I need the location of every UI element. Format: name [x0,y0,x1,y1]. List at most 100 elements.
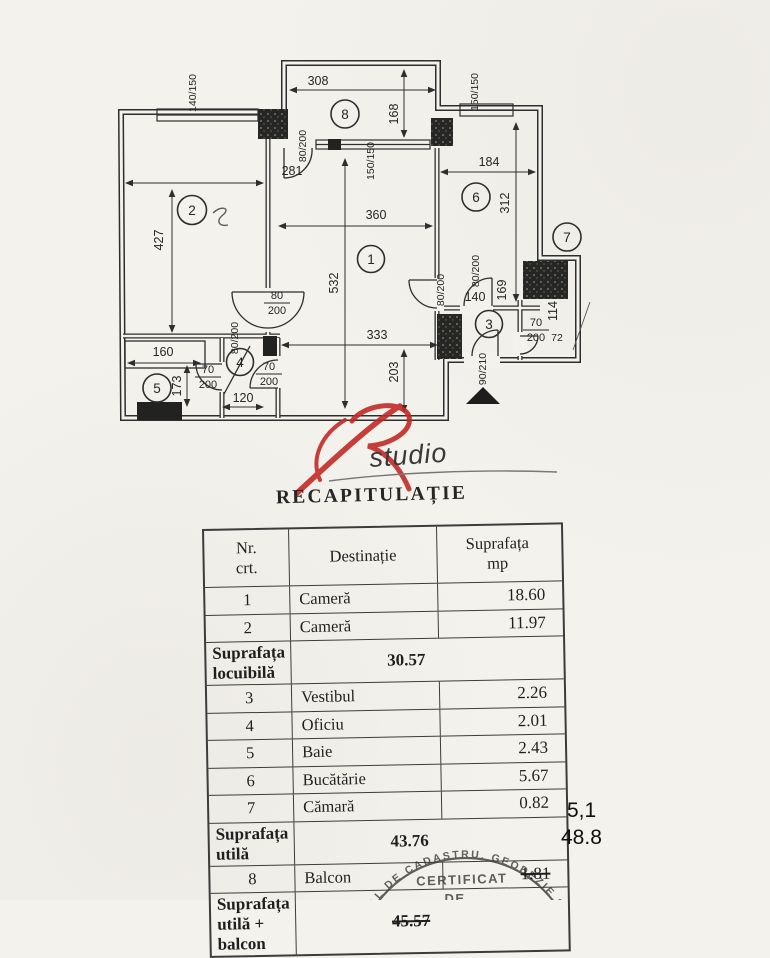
door-leaf-diagonal [223,345,251,395]
fraction-labels: 80 200 70 200 70 200 70 200 [195,290,549,391]
row-mp: 5.67 [440,761,562,791]
frac-num: 70 [263,361,275,373]
floorplan-svg: 140/150 308 168 150/150 80/200 150/150 1… [117,60,591,900]
dim-label: 72 [551,332,563,344]
dim-label: 532 [327,273,341,294]
hatched-block-camara [523,261,568,299]
row-nr: 1 [243,590,252,610]
dim-label: 140/150 [187,74,199,112]
room-number: 6 [472,190,480,205]
logo-stroke [294,403,403,496]
dim-label: 160 [153,345,174,359]
header-suprafata-line2: mp [486,553,509,573]
row-nr: 5 [245,743,255,763]
corrected-balcon-value: 5,1 [567,799,597,822]
dim-label: 427 [152,230,166,251]
total-mp-struck: 45.57 [391,910,431,931]
subtotal-mp: 30.57 [290,638,439,684]
door-balcony [283,147,313,179]
table-subtotal-row: Suprafața utilă 43.76 [209,815,568,866]
walls [117,60,581,421]
room-marker-3: 3 [474,309,504,339]
table-subtotal-row: Suprafața locuibilă 30.57 [206,635,564,685]
dim-label: 80/200 [435,274,447,306]
dim-label: 308 [308,74,329,88]
room-number: 5 [153,381,161,396]
dim-label: 150/150 [469,73,481,111]
room-number: 2 [188,203,196,218]
dim-label: 168 [387,104,401,125]
dim-label: 140 [465,290,486,304]
recap-table: Nr. crt. Destinație Suprafața mp 1 Camer… [202,522,571,958]
door-bucatarie [463,277,493,307]
logo-stroke [349,403,412,492]
door-vestibul [408,279,438,309]
row-nr: 3 [244,688,254,708]
table-header-row: Nr. crt. Destinație Suprafața mp [204,524,562,587]
door-room2-left [231,291,269,329]
room-marker-1: 1 [356,244,386,274]
room-number: 7 [563,230,571,245]
dim-label: 360 [366,208,387,222]
dim-label: 150/150 [365,142,377,180]
dim-label: 203 [387,362,401,383]
stamp-line1: CERTIFICAT [416,870,508,888]
bathtub [124,340,206,369]
room-number: 1 [367,252,375,267]
room-marker-2: 2 [176,194,208,226]
stamp-line2: DE [444,891,465,900]
room-marker-5: 5 [142,373,172,403]
header-nr-line1: Nr. [235,538,257,558]
page-title: RECAPITULAȚIE [275,482,468,509]
row-dest: Cameră [289,583,438,613]
wall-blocks [137,109,568,420]
dim-label: 312 [498,193,512,214]
dim-label: 333 [367,328,388,342]
studio-word: studio [368,438,448,473]
row-nr: 7 [246,798,256,818]
room-marker-8: 8 [330,99,360,129]
door-room2-right [267,291,305,329]
row-nr: 6 [246,770,255,790]
header-nr-line2: crt. [235,557,258,578]
block-oficiu [263,336,277,356]
subtotal-label: Suprafața locuibilă [212,642,286,683]
header-destinatie-label: Destinație [329,545,397,566]
dim-label: 173 [170,376,184,397]
door-camara [519,335,539,355]
row-dest: Bucătărie [292,764,441,794]
frac-den: 200 [260,376,278,388]
room-marker-7: 7 [552,222,582,252]
frac-den: 200 [527,332,545,344]
row-nr: 4 [245,715,254,735]
door-oficiu [249,359,279,389]
shaft-block [437,314,462,359]
row-dest: Balcon [294,862,443,892]
row-mp-struck: 1.81 [520,863,551,883]
subtotal-mp: 43.76 [293,819,443,864]
dim-label: 184 [479,155,500,169]
door-post [328,139,341,150]
studio-watermark: studio [294,403,558,496]
dim-label: 80/200 [297,130,309,162]
frac-num: 70 [530,317,542,329]
row-nr: 8 [248,868,257,888]
room-number: 8 [341,107,349,122]
room-markers: 1 2 3 4 5 6 7 8 [142,99,582,403]
dim-label: 281 [282,164,303,178]
stamp-outer-circle [378,856,554,900]
dimension-lines [125,69,536,413]
hatched-block-top-left [258,109,288,139]
hatched-block-top-right [431,118,453,146]
row-mp: 0.82 [440,789,563,819]
dim-label: 114 [546,301,560,321]
room-number: 3 [485,317,493,332]
row-mp: 11.97 [437,608,560,638]
room-number: 4 [236,355,244,370]
row-mp: 18.60 [437,581,559,611]
logo-underline [328,470,558,482]
block-baie [137,402,182,420]
pencil-squiggle [212,207,229,227]
room-marker-4: 4 [225,347,255,377]
